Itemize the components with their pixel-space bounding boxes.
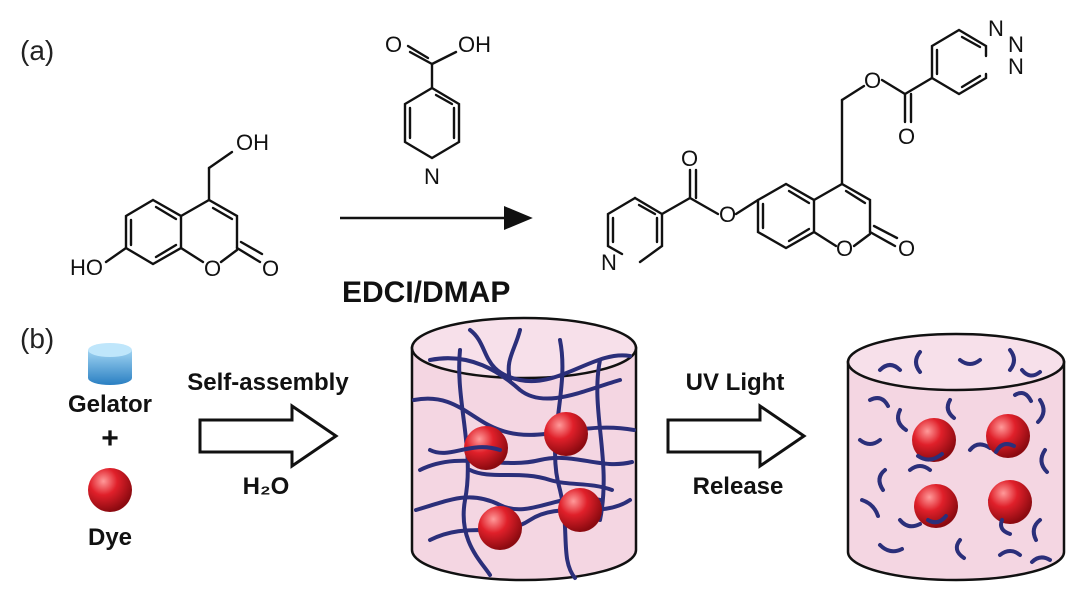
- reactant-ho-left: HO: [70, 255, 103, 280]
- product-carbonyl-o: O: [898, 236, 915, 261]
- dye-sphere-released-1: [912, 418, 956, 462]
- water-label: H₂O: [243, 473, 290, 500]
- reactant-oh-top: OH: [236, 130, 269, 155]
- reaction-conditions: EDCI/DMAP: [342, 276, 510, 309]
- product-ester-o1: O: [681, 146, 698, 171]
- dye-sphere-gel-3: [558, 488, 602, 532]
- product-ester2-o1: O: [864, 68, 881, 93]
- product-structure: [606, 28, 988, 264]
- product-n-r3: N: [1008, 54, 1024, 79]
- uv-release-arrow: [666, 403, 807, 469]
- panel-a-label: (a): [20, 35, 54, 66]
- product-n-r1: N: [988, 16, 1004, 41]
- gelator-icon: [88, 343, 132, 385]
- dye-sphere-released-4: [988, 480, 1032, 524]
- dye-sphere-released-2: [986, 414, 1030, 458]
- uv-light-label: UV Light: [686, 369, 785, 396]
- reagent-structure: [403, 44, 461, 160]
- product-ester-o2: O: [719, 202, 736, 227]
- reactant-structure: [104, 150, 264, 266]
- product-ring-o: O: [836, 236, 853, 261]
- release-label: Release: [693, 473, 784, 500]
- panel-b-label: (b): [20, 323, 54, 354]
- fiber-fragments: [858, 348, 1052, 564]
- dye-label: Dye: [88, 524, 132, 551]
- released-cylinder: [846, 332, 1066, 582]
- hydrogel-cylinder: [410, 316, 638, 582]
- self-assembly-arrow: [198, 403, 339, 469]
- product-ester2-o2: O: [898, 124, 915, 149]
- gel-fibers: [412, 328, 636, 580]
- dye-sphere-icon: [88, 468, 132, 512]
- dye-sphere-gel-4: [478, 506, 522, 550]
- reagent-oh: OH: [458, 32, 491, 57]
- product-n-r2: N: [1008, 32, 1024, 57]
- reactant-ring-o: O: [204, 256, 221, 281]
- plus-sign: +: [101, 422, 119, 455]
- reactant-carbonyl-o: O: [262, 256, 279, 281]
- gelator-label: Gelator: [68, 391, 152, 418]
- reagent-o: O: [385, 32, 402, 57]
- reagent-n: N: [424, 164, 440, 189]
- product-n-left: N: [601, 250, 617, 275]
- dye-sphere-gel-2: [544, 412, 588, 456]
- self-assembly-label: Self-assembly: [187, 369, 349, 396]
